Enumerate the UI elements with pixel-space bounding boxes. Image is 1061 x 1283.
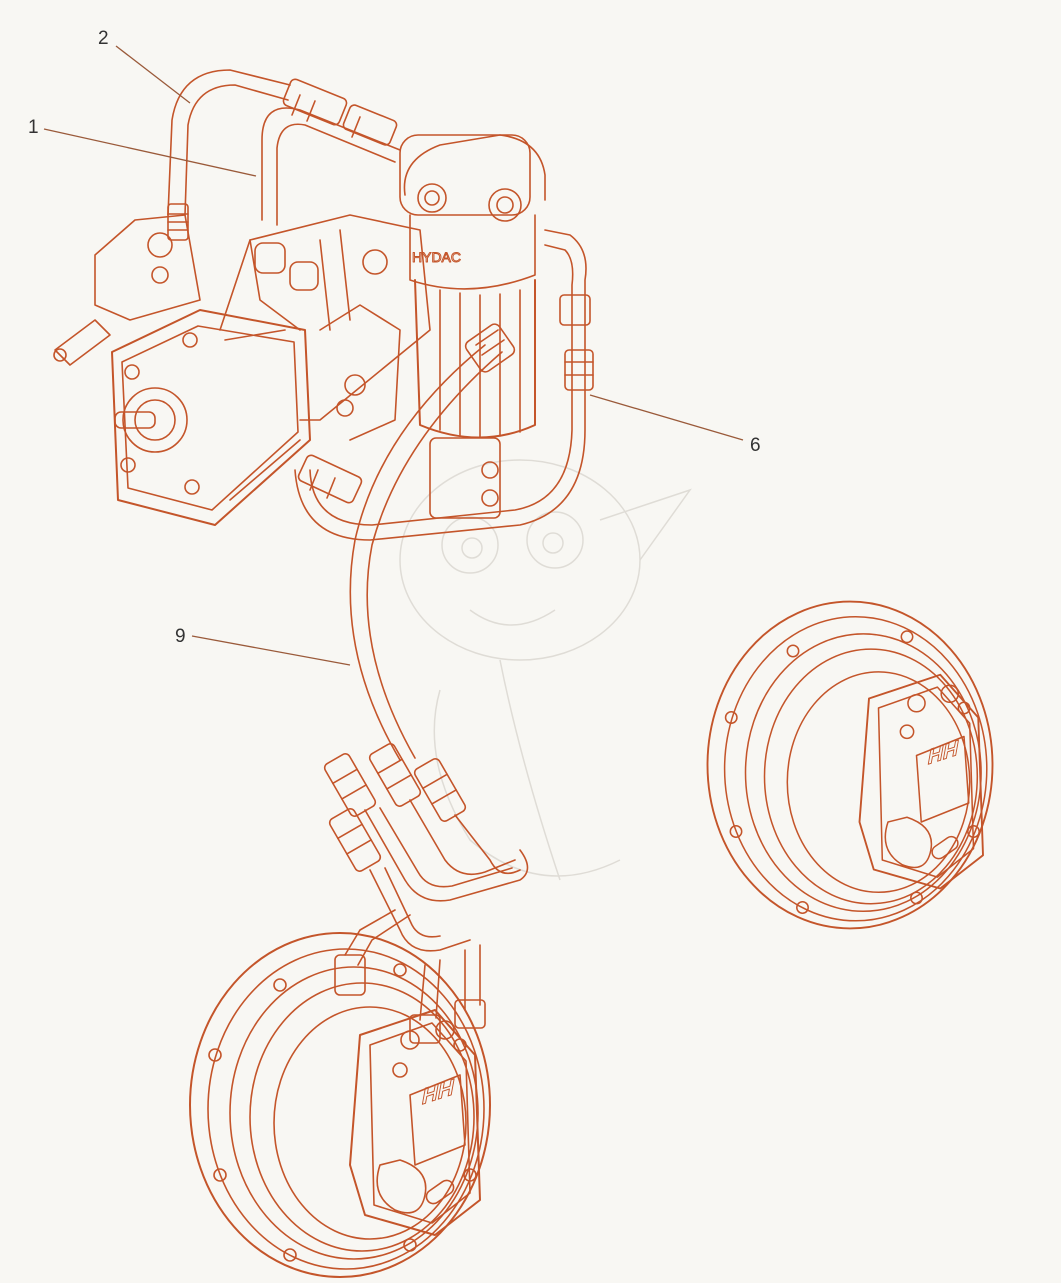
travel-motor-right [706, 600, 994, 930]
leader-line-6 [589, 394, 744, 441]
leader-line-1 [43, 128, 257, 177]
leader-line-2 [115, 45, 191, 104]
callout-1: 1 [28, 117, 39, 138]
callout-2: 2 [98, 28, 109, 49]
callout-6: 6 [750, 435, 761, 456]
hose-2 [167, 69, 291, 241]
hydraulic-pump [53, 214, 431, 526]
hose-6 [294, 229, 594, 541]
leader-lines [43, 45, 744, 666]
leader-line-9 [191, 635, 351, 666]
watermark [399, 459, 692, 881]
pump-return-fitting [297, 454, 363, 504]
callout-9: 9 [175, 626, 186, 647]
hose-9 [349, 323, 516, 761]
hose-connector-top [282, 78, 398, 146]
travel-motor-left [189, 932, 491, 1278]
hydraulic-filter: HYDAC [399, 134, 546, 519]
manifold-fittings [323, 743, 529, 1044]
valve-block-label: HYDAC [412, 249, 461, 265]
hose-1 [261, 107, 401, 226]
